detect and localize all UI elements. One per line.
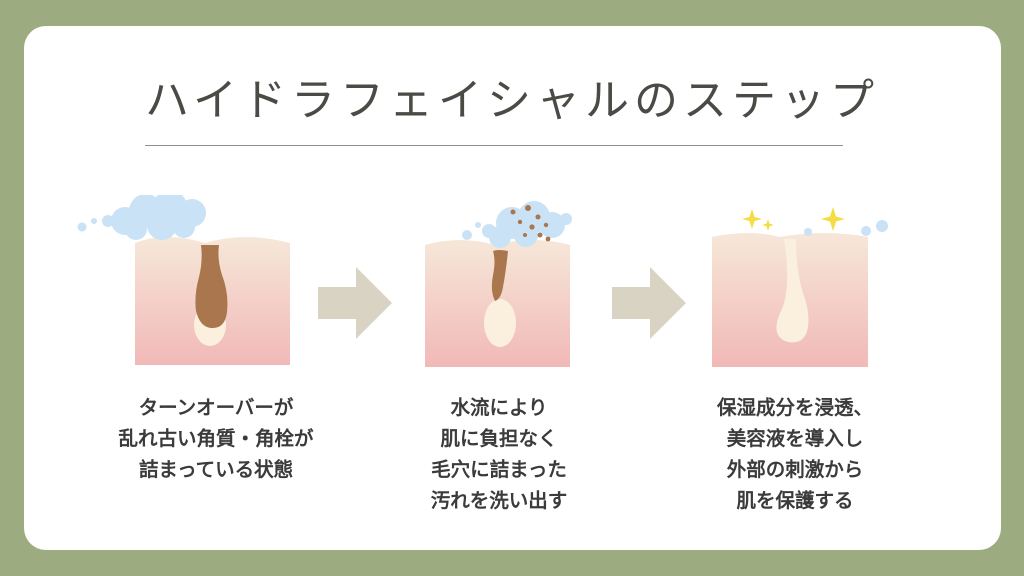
arrow-right-icon [612, 267, 686, 339]
caption-line: 保湿成分を浸透、 [716, 396, 873, 419]
foam-bubbles-icon [77, 195, 206, 240]
step-3-caption: 保湿成分を浸透、 美容液を導入し 外部の刺激から 肌を保護する [655, 392, 935, 516]
step-1-illustration [77, 195, 290, 365]
caption-line: 肌を保護する [736, 489, 854, 512]
debris-particles-icon [510, 205, 551, 242]
caption-line: 詰まっている状態 [138, 458, 294, 481]
clean-pore-icon [776, 239, 809, 343]
clean-pore-icon [484, 250, 516, 347]
sparkle-icon [742, 207, 845, 231]
water-flow-icon [462, 201, 572, 248]
title-divider [145, 145, 843, 146]
sebum-plug-icon [194, 245, 228, 346]
step-1-caption: ターンオーバーが 乱れ古い角質・角栓が 詰まっている状態 [76, 392, 356, 485]
step-3-illustration [712, 207, 888, 367]
caption-line: 毛穴に詰まった [431, 458, 567, 481]
step-2-caption: 水流により 肌に負担なく 毛穴に詰まった 汚れを洗い出す [359, 392, 639, 516]
arrow-right-icon [318, 267, 392, 339]
caption-line: 水流により [450, 396, 548, 419]
bubble-icon [804, 220, 888, 236]
step-2-illustration [425, 201, 572, 367]
caption-line: 汚れを洗い出す [430, 489, 568, 512]
caption-line: 肌に負担なく [440, 427, 558, 450]
caption-line: 乱れ古い角質・角栓が [118, 427, 314, 450]
caption-line: 外部の刺激から [726, 458, 864, 481]
caption-line: ターンオーバーが [138, 396, 294, 419]
caption-line: 美容液を導入し [726, 427, 864, 450]
page-title: ハイドラフェイシャルのステップ [144, 75, 880, 126]
